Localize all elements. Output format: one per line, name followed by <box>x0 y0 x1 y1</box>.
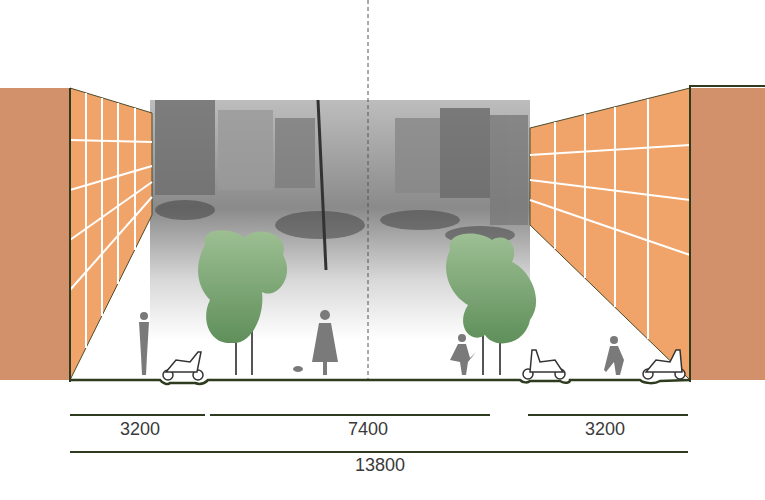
left-mullions <box>70 93 152 348</box>
ground-line <box>70 380 690 384</box>
right-mullions <box>530 99 690 339</box>
center-line <box>368 0 369 380</box>
scooter <box>163 352 203 380</box>
dimension-label: 7400 <box>348 420 388 440</box>
utility-pole <box>318 100 326 270</box>
scooter <box>643 350 685 379</box>
dimension-label: 3200 <box>120 420 160 440</box>
right-building <box>690 88 765 380</box>
photo-buildings <box>155 100 528 225</box>
left-building <box>0 88 70 380</box>
dimension-label: 13800 <box>355 456 405 476</box>
tree <box>446 233 536 375</box>
dimension-label: 3200 <box>585 420 625 440</box>
left-facade <box>70 88 152 380</box>
people <box>139 310 624 375</box>
scooter <box>523 350 565 379</box>
right-facade <box>530 88 690 380</box>
tree <box>198 230 287 375</box>
dimension-lines <box>70 415 688 452</box>
